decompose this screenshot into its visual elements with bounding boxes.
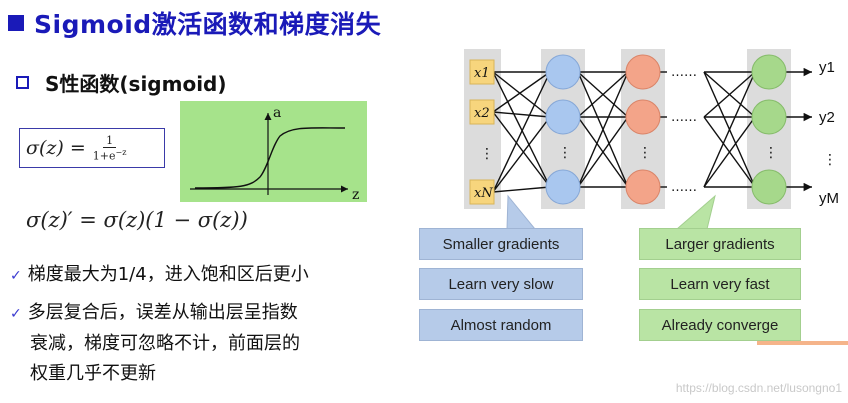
output-node xyxy=(751,54,787,90)
hidden2-node xyxy=(625,99,661,135)
horizontal-dots: …… xyxy=(671,180,697,195)
label-already-converge: Already converge xyxy=(639,309,801,341)
vertical-dots: ⋮ xyxy=(480,146,494,162)
vertical-dots: ⋮ xyxy=(764,145,778,161)
hidden2-node xyxy=(625,169,661,205)
hidden2-node xyxy=(625,54,661,90)
label-learn-very-slow: Learn very slow xyxy=(419,268,583,300)
output-label-y2: y2 xyxy=(819,109,835,126)
right-callout-pointer xyxy=(675,194,716,230)
vertical-dots: ⋮ xyxy=(823,152,837,168)
accent-bar xyxy=(757,341,848,345)
hidden1-node xyxy=(545,99,581,135)
label-larger-gradients: Larger gradients xyxy=(639,228,801,260)
input-label-x2: x2 xyxy=(474,106,490,121)
hollow-square-bullet-icon xyxy=(16,76,29,89)
sigmoid-curve xyxy=(194,127,346,189)
input-node-x1 xyxy=(469,59,495,85)
network-diagram: x1 x2 xN ⋮ ⋮ ⋮ …… …… …… ⋮ y1 y2 yM ⋮ xyxy=(415,46,848,403)
connections-pre-output xyxy=(703,71,756,188)
horizontal-dots: …… xyxy=(671,110,697,125)
hidden1-node xyxy=(545,54,581,90)
output-node xyxy=(751,169,787,205)
vertical-dots: ⋮ xyxy=(558,145,572,161)
sigmoid-plot-svg: a z xyxy=(190,105,359,203)
z-axis-label: z xyxy=(352,187,359,202)
output-arrows xyxy=(785,67,812,192)
subheading-text: S性函数(sigmoid) xyxy=(45,72,227,96)
watermark: https://blog.csdn.net/lusongno1 xyxy=(675,381,842,395)
connections-h1-h2 xyxy=(577,71,629,188)
title-text: Sigmoid激活函数和梯度消失 xyxy=(34,10,382,39)
label-smaller-gradients: Smaller gradients xyxy=(419,228,583,260)
output-node xyxy=(751,99,787,135)
input-node-x2 xyxy=(469,99,495,125)
page-title: Sigmoid激活函数和梯度消失 xyxy=(8,6,381,40)
connections-input-h1 xyxy=(492,71,551,193)
sigmoid-formula: σ(z) = 1 1+e−z xyxy=(19,128,165,168)
check-icon: ✓ xyxy=(10,306,22,322)
hidden1-node xyxy=(545,169,581,205)
input-label-xN: xN xyxy=(474,186,493,201)
formula-denominator: 1+e−z xyxy=(92,147,127,163)
a-axis-label: a xyxy=(273,105,281,121)
output-label-y1: y1 xyxy=(819,59,835,76)
formula-lhs: σ(z) = xyxy=(26,137,86,159)
network-svg: x1 x2 xN ⋮ ⋮ ⋮ …… …… …… ⋮ y1 y2 yM ⋮ xyxy=(464,49,848,345)
label-learn-very-fast: Learn very fast xyxy=(639,268,801,300)
left-callout-pointer xyxy=(506,194,537,230)
formula-numerator: 1 xyxy=(103,134,117,148)
sigmoid-plot: a z xyxy=(180,101,367,203)
bullet-item: ✓多层复合后，误差从输出层呈指数 衰减，梯度可忽略不计，前面层的 权重几乎不更新 xyxy=(10,302,300,384)
square-bullet-icon xyxy=(8,15,24,31)
formula-fraction: 1 1+e−z xyxy=(90,134,130,163)
output-label-yM: yM xyxy=(819,190,839,207)
formula-exponent: −z xyxy=(115,147,127,157)
bullet-item: ✓梯度最大为1/4，进入饱和区后更小 xyxy=(10,264,309,285)
label-almost-random: Almost random xyxy=(419,309,583,341)
vertical-dots: ⋮ xyxy=(638,145,652,161)
input-node-xN xyxy=(469,179,495,205)
horizontal-dots: …… xyxy=(671,65,697,80)
subheading: S性函数(sigmoid) xyxy=(16,68,227,97)
derivative-formula: σ(z)′ = σ(z)(1 − σ(z)) xyxy=(26,208,248,232)
input-label-x1: x1 xyxy=(474,66,490,81)
check-icon: ✓ xyxy=(10,268,22,284)
